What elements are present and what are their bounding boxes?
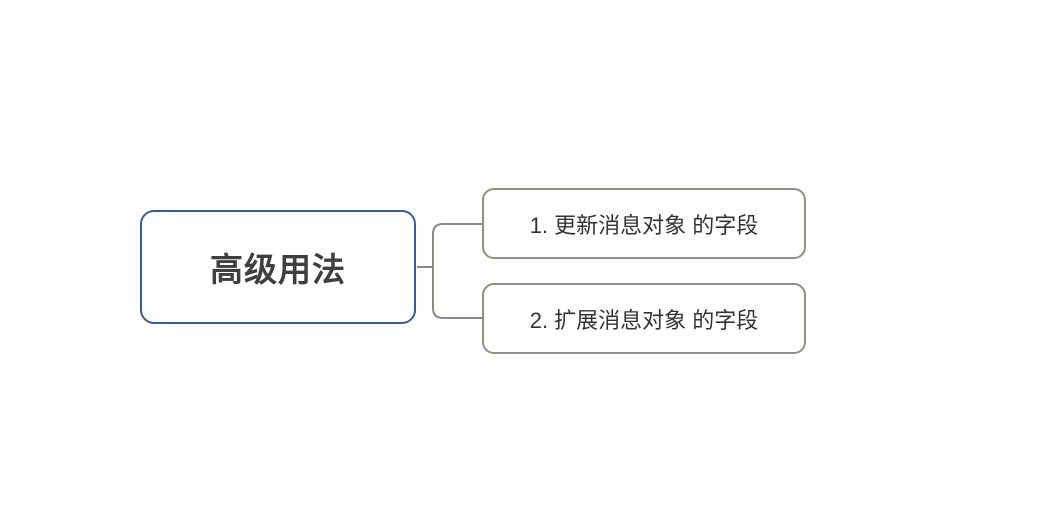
- subtopic-node-1[interactable]: 1. 更新消息对象 的字段: [482, 188, 806, 259]
- connector-branch-to-child-2: [432, 267, 482, 319]
- root-topic-label: 高级用法: [210, 251, 346, 288]
- root-topic-node[interactable]: 高级用法: [140, 210, 416, 324]
- subtopic-node-2[interactable]: 2. 扩展消息对象 的字段: [482, 283, 806, 354]
- subtopic-2-label: 2. 扩展消息对象 的字段: [529, 307, 759, 333]
- subtopic-1-label: 1. 更新消息对象 的字段: [529, 212, 759, 238]
- connector-branch-to-child-1: [432, 223, 482, 267]
